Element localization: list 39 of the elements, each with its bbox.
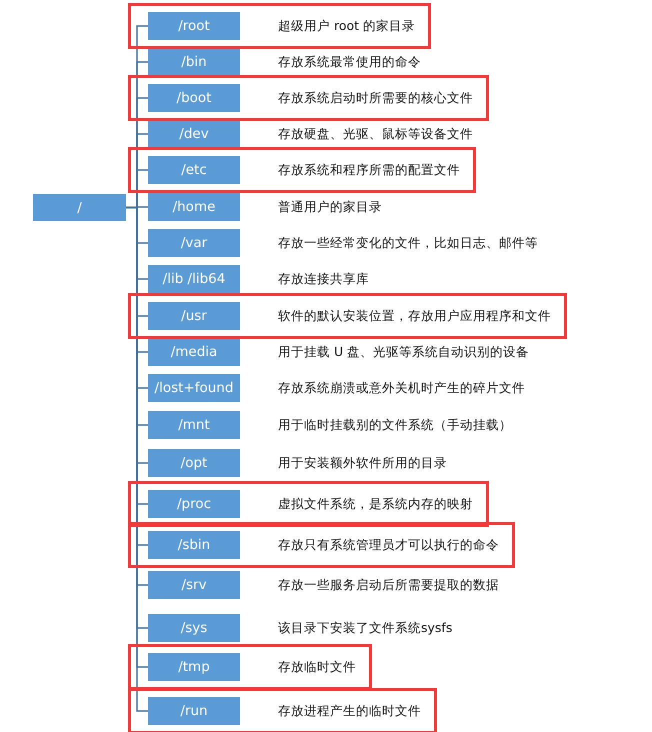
- directory-box: /sys: [148, 614, 240, 642]
- directory-box: /lib /lib64: [148, 265, 240, 293]
- directory-box: /home: [148, 193, 240, 221]
- root-directory-box: /: [33, 194, 126, 221]
- directory-description: 存放一些经常变化的文件，比如日志、邮件等: [278, 234, 538, 252]
- directory-box: /proc: [148, 490, 240, 518]
- directory-box: /srv: [148, 571, 240, 599]
- directory-description: 存放硬盘、光驱、鼠标等设备文件: [278, 125, 473, 143]
- directory-description: 存放进程产生的临时文件: [278, 702, 421, 720]
- directory-description: 存放一些服务启动后所需要提取的数据: [278, 576, 499, 594]
- directory-description: 存放系统最常使用的命令: [278, 53, 421, 71]
- directory-description: 存放临时文件: [278, 658, 356, 676]
- directory-box: /run: [148, 697, 240, 725]
- directory-box: /boot: [148, 84, 240, 112]
- directory-box: /mnt: [148, 411, 240, 439]
- directory-box: /root: [148, 12, 240, 40]
- directory-description: 存放系统崩溃或意外关机时产生的碎片文件: [278, 379, 525, 397]
- directory-description: 存放系统和程序所需的配置文件: [278, 161, 460, 179]
- directory-box: /sbin: [148, 531, 240, 559]
- directory-description: 用于安装额外软件所用的目录: [278, 454, 447, 472]
- directory-description: 存放只有系统管理员才可以执行的命令: [278, 536, 499, 554]
- directory-description: 超级用户 root 的家目录: [278, 17, 416, 35]
- directory-box: /media: [148, 338, 240, 366]
- directory-description: 存放系统启动时所需要的核心文件: [278, 89, 473, 107]
- directory-box: /usr: [148, 302, 240, 330]
- directory-box: /var: [148, 229, 240, 257]
- directory-description: 软件的默认安装位置，存放用户应用程序和文件: [278, 307, 551, 325]
- directory-box: /bin: [148, 48, 240, 76]
- directory-description: 虚拟文件系统，是系统内存的映射: [278, 495, 473, 513]
- directory-box: /etc: [148, 156, 240, 184]
- directory-description: 用于临时挂载别的文件系统（手动挂载）: [278, 416, 512, 434]
- directory-box: /lost+found: [148, 374, 240, 402]
- directory-box: /dev: [148, 120, 240, 148]
- directory-box: /tmp: [148, 653, 240, 681]
- directory-description: 存放连接共享库: [278, 270, 369, 288]
- directory-description: 用于挂载 U 盘、光驱等系统自动识别的设备: [278, 343, 530, 361]
- directory-box: /opt: [148, 449, 240, 477]
- directory-description: 普通用户的家目录: [278, 198, 382, 216]
- directory-description: 该目录下安装了文件系统sysfs: [278, 619, 452, 637]
